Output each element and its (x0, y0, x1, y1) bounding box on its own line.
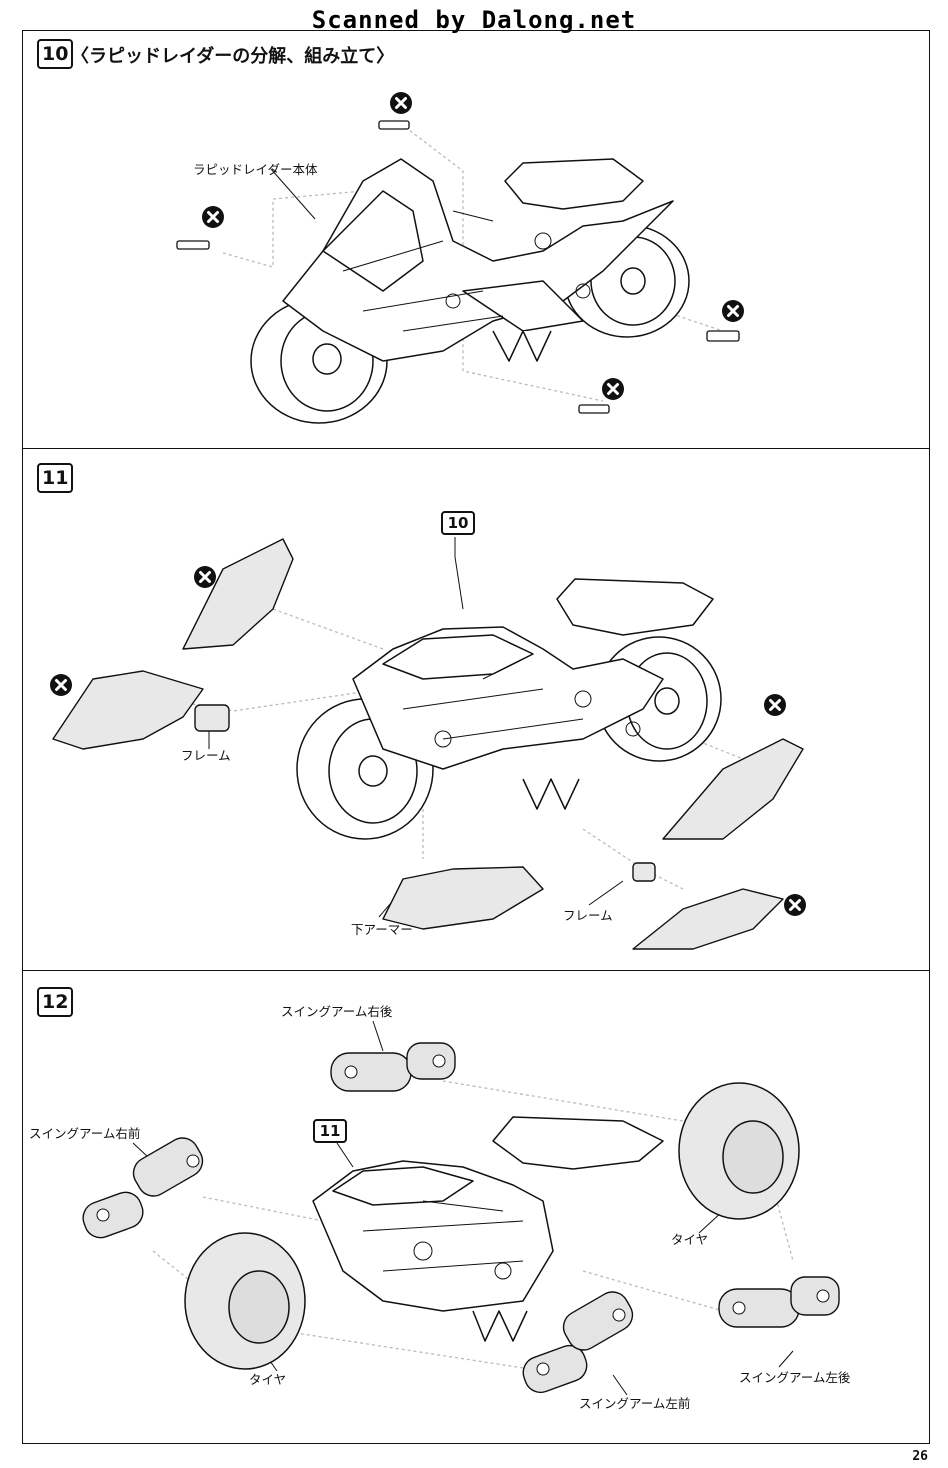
label-rapid-raider-body: ラピッドレイダー本体 (193, 162, 318, 177)
step-11-illustration (48, 537, 808, 950)
step-11-number: 11 (37, 463, 74, 493)
label-swingarm-right-rear: スイングアーム右後 (281, 1004, 393, 1019)
label-lower-armor: 下アーマー (351, 922, 413, 937)
step-11-panel: 11 10 フレーム 下アーマー フレーム (23, 449, 929, 971)
step-11-ref-10: 10 (441, 511, 475, 535)
step-10-illustration (176, 90, 746, 424)
label-frame-left: フレーム (181, 748, 231, 763)
label-tire-right: タイヤ (671, 1232, 709, 1247)
label-swingarm-right-front: スイングアーム右前 (29, 1126, 141, 1141)
label-frame-right: フレーム (563, 908, 613, 923)
label-tire-left: タイヤ (249, 1372, 287, 1387)
step-10-panel: 10 〈ラピッドレイダーの分解、組み立て〉 ラピッドレイダー本体 (23, 31, 929, 449)
step-12-ref-11: 11 (313, 1119, 347, 1143)
step-10-title: 〈ラピッドレイダーの分解、組み立て〉 (71, 46, 395, 67)
step-10-number: 10 (37, 39, 74, 69)
instruction-frame: 10 〈ラピッドレイダーの分解、組み立て〉 ラピッドレイダー本体 (22, 30, 930, 1444)
scan-watermark: Scanned by Dalong.net (311, 6, 637, 34)
step-12-panel: 12 11 スイングアーム右後 スイングアーム右前 タイヤ タイヤ スイングアー… (23, 971, 929, 1443)
label-swingarm-left-rear: スイングアーム左後 (739, 1370, 851, 1385)
page-number: 26 (912, 1449, 928, 1464)
step-12-number: 12 (37, 987, 74, 1017)
step-12-illustration (82, 1020, 840, 1396)
label-swingarm-left-front: スイングアーム左前 (579, 1396, 691, 1411)
